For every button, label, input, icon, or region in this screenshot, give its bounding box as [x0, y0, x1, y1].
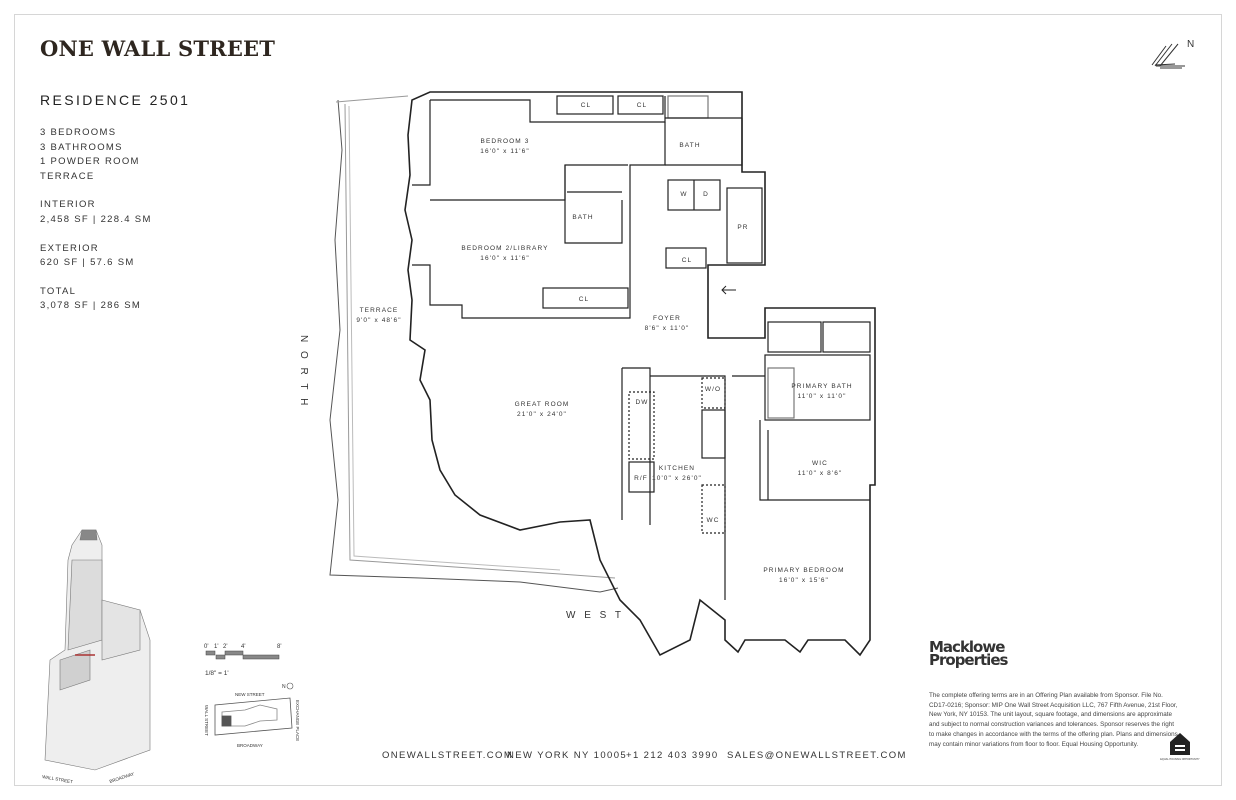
room-name: BEDROOM 3	[481, 138, 530, 145]
page-frame	[14, 14, 1222, 786]
total-value: 3,078 SF | 286 SM	[40, 300, 142, 312]
residence-title: RESIDENCE 2501	[40, 92, 191, 108]
room-dims: 11'0" x 8'6"	[798, 470, 843, 477]
exterior-value: 620 SF | 57.6 SM	[40, 257, 135, 269]
residence-specs: 3 BEDROOMS 3 BATHROOMS 1 POWDER ROOM TER…	[40, 126, 152, 314]
wall-oven-label: W/O	[705, 386, 721, 393]
brand-logo: ONE WALL STREET	[40, 36, 276, 61]
site-plan	[214, 697, 293, 736]
feature: 3 BATHROOMS	[40, 141, 123, 153]
developer-line1: Macklowe	[929, 638, 1005, 656]
interior-label: INTERIOR	[40, 199, 96, 211]
terrace-outline	[329, 95, 619, 593]
feature: TERRACE	[40, 170, 95, 182]
exterior-label: EXTERIOR	[40, 242, 99, 254]
total-label: TOTAL	[40, 285, 77, 297]
site-wall-street: WALL STREET	[204, 705, 209, 736]
orientation-north: N O R T H	[298, 335, 309, 408]
room-name: TERRACE	[360, 307, 399, 314]
site-north: N	[282, 684, 286, 690]
scale-tick: 2'	[223, 644, 227, 650]
room-dims: 16'0" x 11'6"	[480, 255, 529, 262]
scale-ratio: 1/8" = 1'	[205, 670, 229, 677]
room-dims: 9'0" x 48'6"	[356, 317, 401, 324]
room-dims: 11'0" x 11'0"	[798, 393, 847, 400]
scale-bar	[205, 650, 280, 660]
interior-walls	[412, 95, 871, 600]
room-dims: 8'6" x 11'0"	[645, 325, 690, 332]
footer-phone[interactable]: +1 212 403 3990	[626, 750, 719, 761]
exterior-walls	[404, 91, 876, 657]
footer-website[interactable]: ONEWALLSTREET.COM	[382, 750, 514, 761]
interior-value: 2,458 SF | 228.4 SM	[40, 213, 152, 225]
site-exchange-place: EXCHANGE PLACE	[295, 700, 300, 741]
room-name: KITCHEN	[659, 465, 695, 472]
developer-logo: Macklowe Properties	[929, 638, 1008, 669]
room-dims: 21'0" x 24'0"	[517, 411, 567, 418]
site-north-icon	[286, 682, 294, 690]
entry-arrow-icon	[721, 285, 736, 295]
room-name: PRIMARY BATH	[791, 383, 852, 390]
room-dims: 16'0" x 11'6"	[480, 148, 529, 155]
bath-label: BATH	[679, 142, 700, 149]
legal-disclaimer: The complete offering terms are in an Of…	[929, 692, 1178, 748]
scale-tick: 8'	[277, 644, 281, 650]
closet-label: CL	[637, 102, 648, 109]
feature: 3 BEDROOMS	[40, 127, 117, 138]
washer-label: W	[680, 191, 687, 198]
equal-housing-text: EQUAL HOUSING OPPORTUNITY	[1160, 758, 1200, 761]
room-name: PRIMARY BEDROOM	[763, 567, 844, 574]
building-broadway: BROADWAY	[109, 771, 135, 784]
site-broadway: BROADWAY	[237, 743, 263, 748]
dryer-label: D	[703, 191, 709, 198]
scale-tick: 4'	[241, 644, 245, 650]
orientation-west: W E S T	[566, 610, 624, 621]
fridge-label: R/F	[634, 475, 648, 482]
footer-address: NEW YORK NY 10005	[507, 750, 628, 761]
powder-room-label: PR	[737, 224, 748, 231]
closet-label: CL	[579, 296, 590, 303]
room-dims: 10'0" x 26'0"	[652, 475, 702, 482]
compass-north: N	[1187, 39, 1194, 50]
bath-label: BATH	[572, 214, 593, 221]
dishwasher-label: DW	[635, 399, 648, 406]
building-illustration	[44, 529, 151, 771]
developer-line2: Properties	[929, 651, 1008, 669]
site-new-street: NEW STREET	[235, 692, 265, 697]
scale-tick: 0'	[204, 644, 208, 650]
room-name: FOYER	[653, 315, 681, 322]
room-name: WIC	[812, 460, 828, 467]
feature: 1 POWDER ROOM	[40, 156, 140, 168]
north-arrow-icon	[1151, 43, 1185, 69]
wine-cooler-label: WC	[706, 517, 719, 524]
room-name: BEDROOM 2/LIBRARY	[461, 245, 548, 252]
equal-housing-icon	[1170, 733, 1190, 755]
footer-email[interactable]: SALES@ONEWALLSTREET.COM	[727, 750, 907, 761]
closet-label: CL	[581, 102, 592, 109]
building-wall-street: WALL STREET	[42, 774, 74, 784]
room-dims: 16'0" x 15'6"	[779, 577, 829, 584]
scale-tick: 1'	[214, 644, 218, 650]
room-name: GREAT ROOM	[515, 401, 570, 408]
closet-label: CL	[682, 257, 693, 264]
